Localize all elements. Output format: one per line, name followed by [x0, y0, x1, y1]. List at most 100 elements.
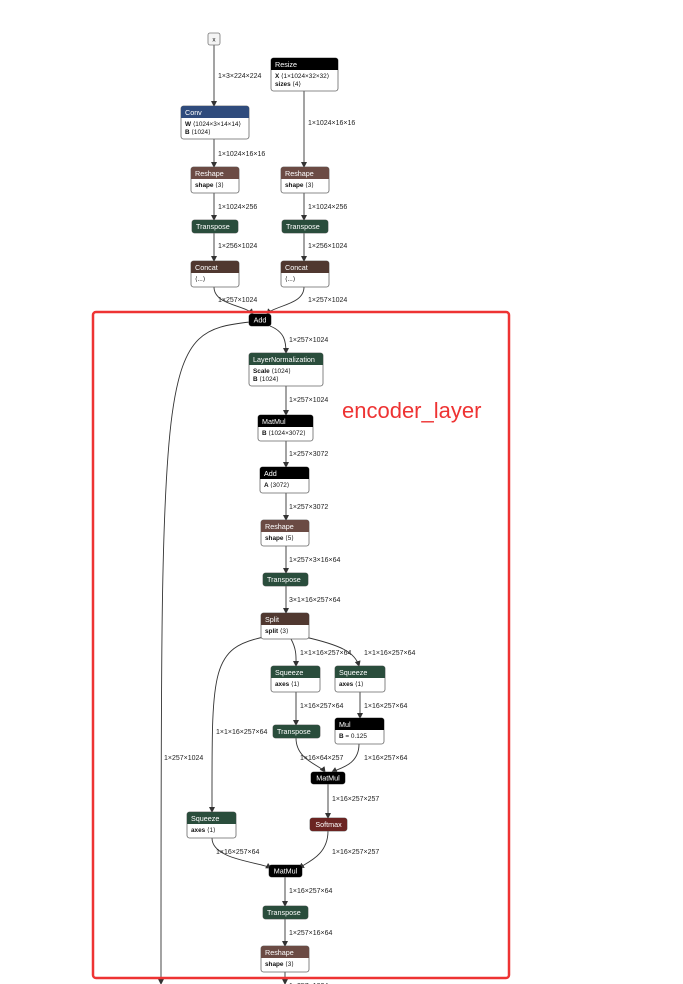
node-transpose5[interactable]: Transpose: [262, 905, 309, 920]
node-concat1-attr: ⟨...⟩: [195, 276, 205, 283]
node-matmul3[interactable]: MatMul: [268, 864, 303, 878]
edge-split_squeeze3: [208, 636, 265, 813]
node-softmax-title: Softmax: [315, 820, 342, 829]
edge-concat2_add: [266, 286, 305, 315]
node-concat2-attr: ⟨...⟩: [285, 276, 295, 283]
node-transpose2[interactable]: Transpose: [281, 219, 329, 234]
node-transpose2-header: [282, 220, 328, 233]
node-add1-header: [249, 314, 271, 326]
edge-label-matmul_softmax: 1×16×257×257: [332, 796, 379, 803]
node-mul-attr: B = 0.125: [339, 733, 367, 740]
node-softmax-header: [310, 818, 347, 831]
node-matmul3-title: MatMul: [274, 867, 298, 876]
node-squeeze3-attr: axes ⟨1⟩: [191, 827, 216, 834]
edge-label-softmax_matmul: 1×16×257×257: [332, 849, 379, 856]
node-split-title: Split: [265, 615, 279, 624]
node-layernorm-header-fill: [249, 362, 323, 365]
node-split-attr: split ⟨3⟩: [265, 628, 288, 635]
node-reshape1-title: Reshape: [195, 169, 224, 178]
node-reshape2-header-fill: [281, 176, 329, 179]
node-reshape2[interactable]: Reshape shape ⟨3⟩: [280, 166, 330, 194]
edge-softmax_matmul: [298, 830, 329, 869]
node-resize-title: Resize: [275, 60, 297, 69]
edge-squeeze3_matmul: [211, 837, 272, 869]
edge-add_layernorm: [269, 325, 289, 354]
node-x[interactable]: x: [207, 32, 221, 46]
node-concat1-title: Concat: [195, 263, 218, 272]
edge-label-add_reshape: 1×257×3072: [289, 504, 328, 511]
node-concat2-header-fill: [281, 270, 329, 273]
node-layernorm-title: LayerNormalization: [253, 355, 315, 364]
node-transpose3[interactable]: Transpose: [262, 572, 309, 587]
node-conv-attr: W ⟨1024×3×14×14⟩: [185, 121, 241, 128]
node-reshape4-title: Reshape: [265, 948, 294, 957]
node-layernorm-attr: B ⟨1024⟩: [253, 376, 279, 383]
edge-label-concat2_add: 1×257×1024: [308, 297, 347, 304]
edge-label-transpose1_concat1: 1×256×1024: [218, 243, 257, 250]
node-add2-attr: A ⟨3072⟩: [264, 482, 289, 489]
node-split-header-fill: [261, 622, 309, 625]
node-concat1[interactable]: Concat ⟨...⟩: [190, 260, 240, 288]
node-squeeze3-title: Squeeze: [191, 814, 219, 823]
node-concat2[interactable]: Concat ⟨...⟩: [280, 260, 330, 288]
node-matmul2-title: MatMul: [316, 774, 340, 783]
node-mul[interactable]: Mul B = 0.125: [334, 717, 385, 745]
node-transpose2-title: Transpose: [286, 222, 320, 231]
node-squeeze1[interactable]: Squeeze axes ⟨1⟩: [270, 665, 321, 693]
node-reshape2-attr: shape ⟨3⟩: [285, 182, 314, 189]
edge-label-transpose2_concat2: 1×256×1024: [308, 243, 347, 250]
edge-label-transpose_reshape: 1×257×16×64: [289, 930, 333, 937]
node-split[interactable]: Split split ⟨3⟩: [260, 612, 310, 640]
edge-label-transpose_matmul: 1×16×64×257: [300, 755, 344, 762]
node-matmul1-attr: B ⟨1024×3072⟩: [262, 430, 306, 437]
edge-label-conv_reshape1: 1×1024×16×16: [218, 151, 265, 158]
node-x-title: x: [212, 37, 216, 44]
node-matmul2[interactable]: MatMul: [310, 771, 346, 785]
encoder-layer-highlight-box: [91, 310, 511, 980]
edge-label-split_squeeze3: 1×1×16×257×64: [216, 729, 267, 736]
edge-label-mul_matmul: 1×16×257×64: [364, 755, 408, 762]
edge-label-concat1_add: 1×257×1024: [218, 297, 257, 304]
node-transpose1[interactable]: Transpose: [191, 219, 239, 234]
edge-label-reshape_transpose: 1×257×3×16×64: [289, 557, 340, 564]
node-reshape1-header-fill: [191, 176, 239, 179]
edge-label-x_conv: 1×3×224×224: [218, 73, 262, 80]
node-squeeze3[interactable]: Squeeze axes ⟨1⟩: [186, 811, 237, 839]
edge-label-reshape2_transpose2: 1×1024×256: [308, 204, 347, 211]
node-reshape1[interactable]: Reshape shape ⟨3⟩: [190, 166, 240, 194]
node-transpose4[interactable]: Transpose: [272, 724, 321, 739]
node-transpose1-title: Transpose: [196, 222, 230, 231]
node-squeeze2-title: Squeeze: [339, 668, 367, 677]
node-transpose4-title: Transpose: [277, 727, 311, 736]
node-reshape1-attr: shape ⟨3⟩: [195, 182, 224, 189]
node-transpose5-header: [263, 906, 308, 919]
node-matmul2-header: [311, 772, 345, 784]
node-transpose5-title: Transpose: [267, 908, 301, 917]
edge-label-squeeze1_transpose: 1×16×257×64: [300, 703, 344, 710]
node-add1[interactable]: Add: [248, 313, 272, 327]
node-conv-attr: B ⟨1024⟩: [185, 129, 211, 136]
node-reshape2-title: Reshape: [285, 169, 314, 178]
node-mul-title: Mul: [339, 720, 351, 729]
node-softmax[interactable]: Softmax: [309, 817, 348, 832]
edge-split_squeeze1: [290, 638, 300, 667]
edge-label-reshape1_transpose1: 1×1024×256: [218, 204, 257, 211]
node-resize-attr: sizes ⟨4⟩: [275, 81, 301, 88]
edge-transpose_matmul: [295, 737, 326, 773]
node-transpose1-header: [192, 220, 238, 233]
node-squeeze1-title: Squeeze: [275, 668, 303, 677]
node-squeeze1-attr: axes ⟨1⟩: [275, 681, 300, 688]
node-concat2-title: Concat: [285, 263, 308, 272]
node-reshape4-header-fill: [261, 955, 309, 958]
edge-label-squeeze3_matmul: 1×16×257×64: [216, 849, 260, 856]
node-add1-title: Add: [254, 316, 267, 325]
